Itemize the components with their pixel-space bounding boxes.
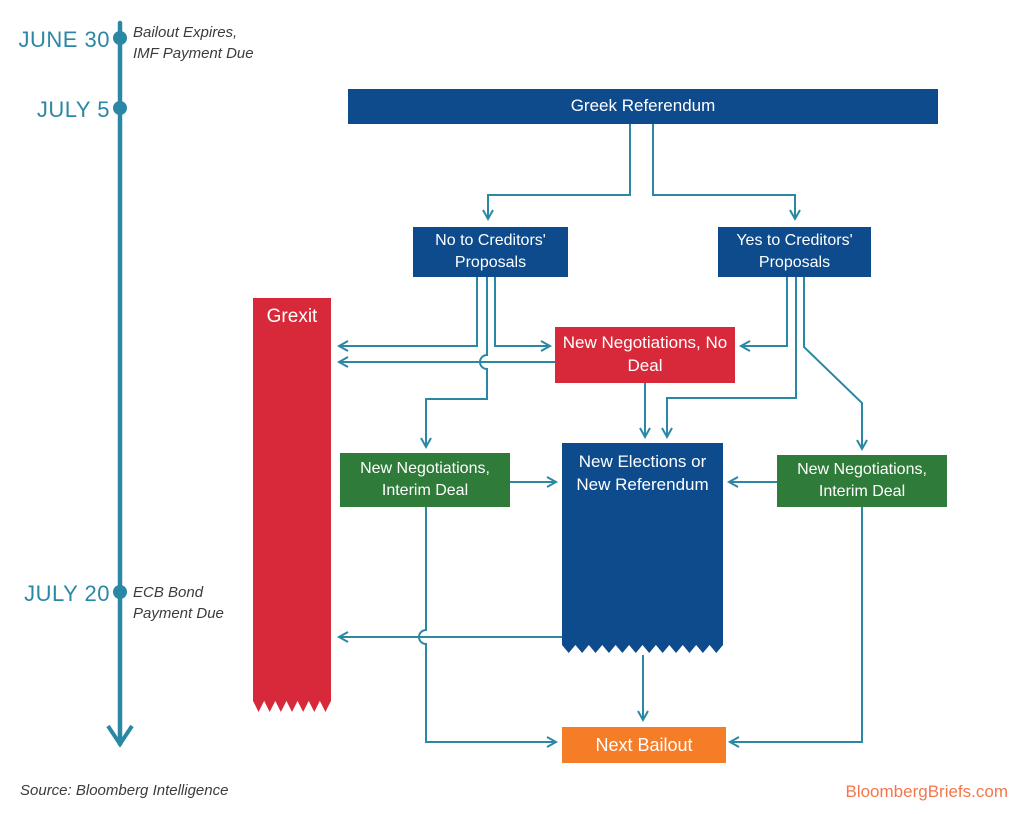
timeline-date-july5: JULY 5 bbox=[36, 97, 110, 122]
timeline-dot-june30 bbox=[113, 31, 127, 45]
timeline-dot-july20 bbox=[113, 585, 127, 599]
node-greek-referendum: Greek Referendum bbox=[348, 89, 938, 124]
node-yes-to-creditors-proposals: Yes to Creditors' Proposals bbox=[718, 227, 871, 277]
source-credit: Source: Bloomberg Intelligence bbox=[20, 782, 229, 799]
node-new-elections-or-new-referendum: New Elections or New Referendum bbox=[562, 443, 723, 653]
bloombergbriefs-link[interactable]: BloombergBriefs.com bbox=[845, 782, 1008, 801]
node-next-bailout: Next Bailout bbox=[562, 727, 726, 763]
timeline-note-june30: Bailout Expires, IMF Payment Due bbox=[133, 24, 254, 62]
node-new-negotiations-interim-deal-left: New Negotiations, Interim Deal bbox=[340, 453, 510, 507]
timeline-note-july20: ECB Bond Payment Due bbox=[133, 584, 224, 622]
connector-paths bbox=[336, 124, 868, 748]
node-new-negotiations-interim-deal-right: New Negotiations, Interim Deal bbox=[777, 455, 947, 507]
node-no-to-creditors-proposals: No to Creditors' Proposals bbox=[413, 227, 568, 277]
timeline-date-june30: JUNE 30 bbox=[18, 27, 110, 52]
node-new-negotiations-no-deal: New Negotiations, No Deal bbox=[555, 327, 735, 383]
timeline-dot-july5 bbox=[113, 101, 127, 115]
timeline-date-july20: JULY 20 bbox=[24, 581, 110, 606]
node-grexit: Grexit bbox=[253, 298, 331, 712]
timeline-axis bbox=[106, 20, 134, 748]
